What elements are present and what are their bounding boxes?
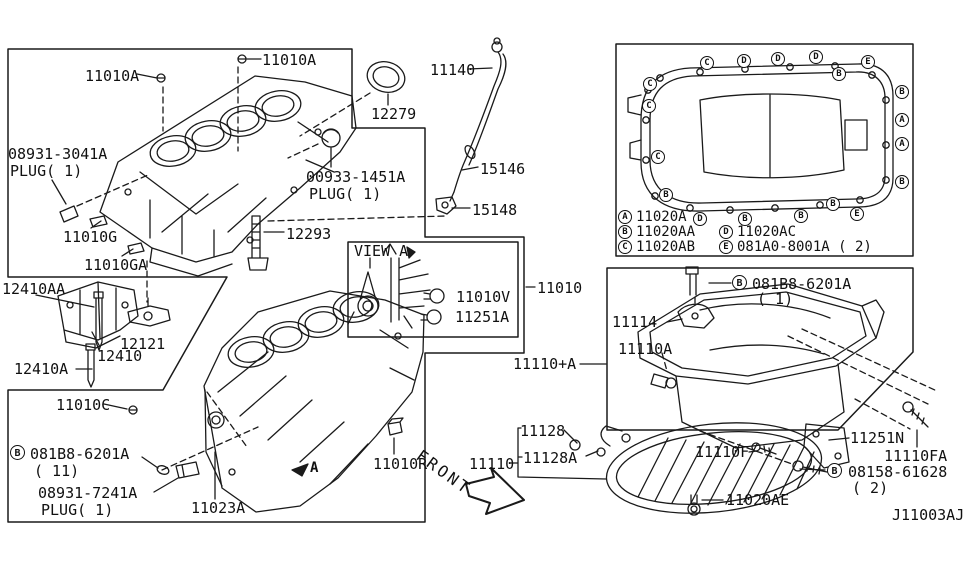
legend-item-b: B 11020AA xyxy=(618,225,695,239)
callout-letter-b: B xyxy=(826,197,840,211)
label-12293: 12293 xyxy=(286,225,332,243)
label-11010v: 11010V xyxy=(456,288,511,306)
callout-letter-c: C xyxy=(643,77,657,91)
label-11251n: 11251N xyxy=(850,429,905,447)
callout-letter-d: D xyxy=(771,52,785,66)
callout-letter-e: E xyxy=(861,55,875,69)
dipstick-assembly xyxy=(435,37,507,215)
b-badge-2: B xyxy=(732,275,747,290)
oil-strainer xyxy=(600,422,823,514)
label-11023a: 11023A xyxy=(191,499,246,517)
panel-borders xyxy=(7,43,914,523)
legend-item-d: D 11020AC xyxy=(719,225,796,239)
label-12410: 12410 xyxy=(97,347,143,365)
label-qty-11: ( 11) xyxy=(34,462,80,480)
legend-part-c: 11020AB xyxy=(636,239,696,255)
legend-part-a: 11020A xyxy=(636,209,687,225)
label-11010r: 11010R xyxy=(373,455,428,473)
legend-item-c: C 11020AB xyxy=(618,240,695,254)
legend-item-a: A 11020A xyxy=(618,210,687,224)
label-12279: 12279 xyxy=(371,105,417,123)
label-plug-1c: PLUG( 1) xyxy=(309,185,382,203)
label-plug-1a: PLUG( 1) xyxy=(10,162,83,180)
callout-letter-b: B xyxy=(794,209,808,223)
b-badge-3: B xyxy=(827,463,842,478)
figure-code: J11003AJ xyxy=(892,506,965,524)
section-a-arrow xyxy=(291,463,309,477)
label-11020ae: 11020AE xyxy=(726,491,790,509)
callout-letter-a: A xyxy=(895,137,909,151)
label-08931-3041a: 08931-3041A xyxy=(8,145,108,163)
label-12410a: 12410A xyxy=(14,360,69,378)
callout-letter-b: B xyxy=(659,188,673,202)
seal-12279 xyxy=(366,61,406,93)
label-11110a: 11110A xyxy=(618,340,673,358)
section-a-marker: A xyxy=(310,460,319,476)
label-11010a-1: 11010A xyxy=(85,67,140,85)
oil-pump-12410 xyxy=(57,281,171,388)
label-11010c: 11010C xyxy=(56,396,111,414)
label-11110-plus-a: 11110+A xyxy=(513,355,577,373)
front-arrow xyxy=(465,467,525,515)
label-08158-61628: 08158-61628 xyxy=(848,463,948,481)
cylinder-block-1 xyxy=(99,75,357,277)
label-00933-1451a: 00933-1451A xyxy=(306,168,406,186)
label-view-a: VIEW A xyxy=(354,242,409,260)
label-plug-1b: PLUG( 1) xyxy=(41,501,114,519)
dashed-lines xyxy=(76,66,938,471)
callout-letter-d: D xyxy=(693,212,707,226)
label-qty-1: ( 1) xyxy=(757,290,794,308)
callout-letter-c: C xyxy=(651,150,665,164)
legend-part-b: 11020AA xyxy=(636,224,696,240)
callout-letter-c: C xyxy=(642,99,656,113)
cylinder-block-2 xyxy=(203,290,425,513)
callout-letter-b: B xyxy=(895,175,909,189)
callout-letter-b: B xyxy=(738,212,752,226)
label-11010: 11010 xyxy=(537,279,583,297)
label-11010ga: 11010GA xyxy=(84,256,148,274)
label-11251a: 11251A xyxy=(455,308,510,326)
callout-letter-b: B xyxy=(895,85,909,99)
label-11110fa: 11110FA xyxy=(884,447,948,465)
callout-letter-c: C xyxy=(700,56,714,70)
b-badge-1: B xyxy=(10,445,25,460)
label-081b8-6201a-1: 081B8-6201A xyxy=(752,275,852,293)
label-15146: 15146 xyxy=(480,160,526,178)
callout-letter-d: D xyxy=(809,50,823,64)
label-11140: 11140 xyxy=(430,61,476,79)
label-11110f: 11110F xyxy=(695,443,750,461)
oil-pan-3d xyxy=(637,283,885,449)
label-11128: 11128 xyxy=(520,422,566,440)
label-08931-7241a: 08931-7241A xyxy=(38,484,138,502)
legend-key-b: B xyxy=(618,225,632,239)
label-12121: 12121 xyxy=(120,335,166,353)
label-11114: 11114 xyxy=(612,313,658,331)
label-11110: 11110 xyxy=(469,455,515,473)
label-qty-2: ( 2) xyxy=(852,479,889,497)
pan-bolt-holes xyxy=(642,62,890,214)
view-a-detail xyxy=(347,243,431,329)
legend-key-e: E xyxy=(719,240,733,254)
legend-key-a: A xyxy=(618,210,632,224)
label-081b8-6201a-11: 081B8-6201A xyxy=(30,445,130,463)
ball-plug-00933 xyxy=(321,128,341,148)
legend-item-e: E 081A0-8001A ( 2) xyxy=(719,240,872,254)
label-11128a: 11128A xyxy=(523,449,578,467)
callout-letter-e: E xyxy=(850,207,864,221)
label-11010a-2: 11010A xyxy=(262,51,317,69)
callout-letter-d: D xyxy=(737,54,751,68)
legend-key-d: D xyxy=(719,225,733,239)
legend-key-c: C xyxy=(618,240,632,254)
legend-part-e: 081A0-8001A ( 2) xyxy=(737,239,872,255)
leader-lines xyxy=(35,58,918,501)
legend-part-d: 11020AC xyxy=(737,224,797,240)
label-11010g: 11010G xyxy=(63,228,118,246)
label-15148: 15148 xyxy=(472,201,518,219)
callout-letter-b: B xyxy=(832,67,846,81)
label-12410aa: 12410AA xyxy=(2,280,66,298)
callout-letter-a: A xyxy=(895,113,909,127)
